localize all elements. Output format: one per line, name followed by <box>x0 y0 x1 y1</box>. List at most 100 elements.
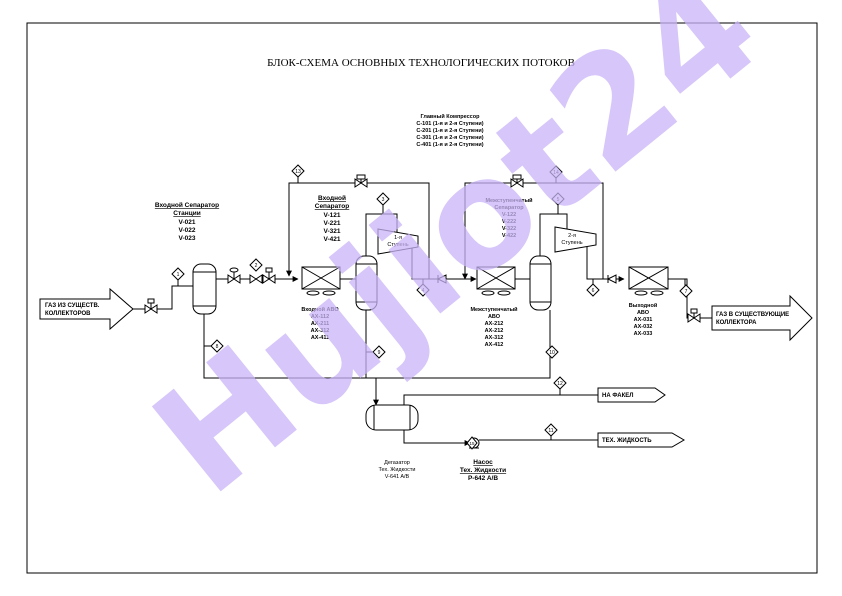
outlet-avo-label: Выходной АВО AX-031 AX-032 AX-033 <box>629 302 657 337</box>
svg-text:3: 3 <box>382 197 385 203</box>
svg-text:4: 4 <box>422 288 425 294</box>
stage2-label-2: Ступень <box>561 240 582 246</box>
stream-tag-10: 10 <box>545 345 559 359</box>
tech-liquid-label: ТЕХ. ЖИДКОСТЬ <box>602 438 652 444</box>
svg-text:C-301 (1-я и 2-я Ступени): C-301 (1-я и 2-я Ступени) <box>416 135 483 141</box>
svg-text:V-422: V-422 <box>502 233 516 239</box>
interstage-separator-label: Межступенчатый Сепаратор V-122 V-222 V-3… <box>485 197 532 239</box>
pipe-sep-to-stage1 <box>365 213 398 258</box>
inlet-avo-label: Входной АВО AX-112 AX-211 AX-312 AX-411 <box>301 306 339 341</box>
valve-inlet <box>144 298 158 314</box>
outlet-label-1: ГАЗ В СУЩЕСТВУЮЩИЕ <box>716 312 789 318</box>
stream-tag-1: 1 <box>171 267 185 281</box>
page-frame <box>26 22 818 574</box>
svg-text:14: 14 <box>553 170 559 176</box>
pipe-to-flare <box>403 394 598 405</box>
inlet-avo-cooler <box>301 266 341 296</box>
svg-text:V-121: V-121 <box>324 212 341 219</box>
svg-text:Тех. Жидкости: Тех. Жидкости <box>378 467 415 473</box>
page-title: БЛОК-СХЕМА ОСНОВНЫХ ТЕХНОЛОГИЧЕСКИХ ПОТО… <box>267 57 575 69</box>
svg-text:AX-033: AX-033 <box>634 331 653 337</box>
inlet-label-2: КОЛЛЕКТОРОВ <box>45 311 91 317</box>
svg-text:AX-212: AX-212 <box>485 321 504 327</box>
svg-text:V-021: V-021 <box>179 219 196 226</box>
svg-text:V-421: V-421 <box>324 236 341 243</box>
stream-tag-15: 15 <box>466 436 478 450</box>
stream-tag-2: 2 <box>249 258 263 272</box>
stream-tag-8: 8 <box>210 339 224 353</box>
stream-tag-6: 6 <box>586 283 600 297</box>
svg-text:Сепаратор: Сепаратор <box>315 203 350 210</box>
stream-tags: 1 2 3 4 5 6 7 8 9 10 11 12 13 14 15 <box>171 164 693 450</box>
pipe-outlet <box>668 278 712 319</box>
svg-text:1: 1 <box>177 272 180 278</box>
svg-text:C-101 (1-я и 2-я Ступени): C-101 (1-я и 2-я Ступени) <box>416 121 483 127</box>
svg-text:Тех. Жидкости: Тех. Жидкости <box>460 467 506 474</box>
flare-arrow <box>597 387 666 403</box>
svg-text:Входной: Входной <box>318 194 346 202</box>
svg-text:8: 8 <box>216 344 219 350</box>
svg-text:AX-412: AX-412 <box>485 342 504 348</box>
svg-text:Межступенчатый: Межступенчатый <box>485 197 532 204</box>
pump-label: Насос Тех. Жидкости P-642 A/B <box>460 459 506 482</box>
svg-text:11: 11 <box>548 428 553 434</box>
valve-outlet <box>687 308 701 323</box>
svg-text:V-641 A/B: V-641 A/B <box>385 474 410 480</box>
stream-tag-4: 4 <box>416 283 430 297</box>
pipe-sep2-to-stage2 <box>539 213 568 258</box>
inlet-label-1: ГАЗ ИЗ СУЩЕСТВ. <box>45 303 100 309</box>
watermark: Hujiot24 <box>123 0 791 528</box>
svg-text:AX-112: AX-112 <box>311 314 329 320</box>
flare-label: НА ФАКЕЛ <box>602 393 634 399</box>
svg-text:V-221: V-221 <box>324 220 341 227</box>
svg-text:V-022: V-022 <box>179 227 196 234</box>
stream-tag-14: 14 <box>549 165 563 179</box>
watermark-text: Hujiot24 <box>123 0 791 528</box>
inlet-separator-vessel <box>355 255 378 311</box>
valve-3 <box>262 267 276 284</box>
valve-1 <box>227 267 241 284</box>
compressor-stage-1: 1-я Ступень <box>377 228 419 255</box>
outlet-arrow <box>711 294 813 342</box>
stream-tag-3: 3 <box>376 192 390 206</box>
stream-tag-5: 5 <box>551 192 565 206</box>
valve-recycle-1 <box>354 174 368 188</box>
svg-text:V-321: V-321 <box>324 228 341 235</box>
svg-text:2: 2 <box>255 263 258 269</box>
outlet-avo-cooler <box>628 266 669 296</box>
stage1-label-2: Ступень <box>387 242 408 248</box>
outlet-label-2: КОЛЛЕКТОРА <box>716 320 757 326</box>
svg-text:7: 7 <box>685 289 688 295</box>
svg-text:AX-312: AX-312 <box>311 328 330 334</box>
stream-tag-12: 12 <box>553 376 567 390</box>
valve-recycle-2 <box>510 174 524 188</box>
svg-text:Главный Компрессор: Главный Компрессор <box>421 113 481 120</box>
svg-text:Дегазатор: Дегазатор <box>384 460 410 466</box>
svg-text:АВО: АВО <box>488 314 501 320</box>
svg-text:12: 12 <box>557 381 563 387</box>
svg-text:Станции: Станции <box>173 210 200 217</box>
svg-text:AX-211: AX-211 <box>311 321 329 327</box>
check-valve-2 <box>606 274 617 284</box>
svg-text:C-401 (1-я и 2-я Ступени): C-401 (1-я и 2-я Ступени) <box>416 142 483 148</box>
svg-text:Сепаратор: Сепаратор <box>494 205 524 211</box>
stage1-label-1: 1-я <box>394 235 402 241</box>
svg-text:AX-031: AX-031 <box>634 317 653 323</box>
station-separator-vessel <box>192 263 217 315</box>
svg-text:Межступенчатый: Межступенчатый <box>470 306 517 313</box>
interstage-separator-vessel <box>529 255 552 311</box>
inlet-separator-label: Входной Сепаратор V-121 V-221 V-321 V-42… <box>315 194 350 243</box>
svg-text:P-642 A/B: P-642 A/B <box>468 475 498 482</box>
svg-text:5: 5 <box>557 197 560 203</box>
svg-text:Входной Сепаратор: Входной Сепаратор <box>155 201 219 209</box>
stage2-label-1: 2-я <box>568 233 576 239</box>
degasser-vessel <box>365 404 419 431</box>
degasser-label: Дегазатор Тех. Жидкости V-641 A/B <box>378 460 415 480</box>
svg-text:15: 15 <box>469 441 475 446</box>
main-compressor-label: Главный Компрессор C-101 (1-я и 2-я Ступ… <box>416 113 483 148</box>
svg-text:9: 9 <box>378 350 381 356</box>
pipe-recycle-2 <box>462 182 604 280</box>
svg-text:6: 6 <box>592 288 595 294</box>
